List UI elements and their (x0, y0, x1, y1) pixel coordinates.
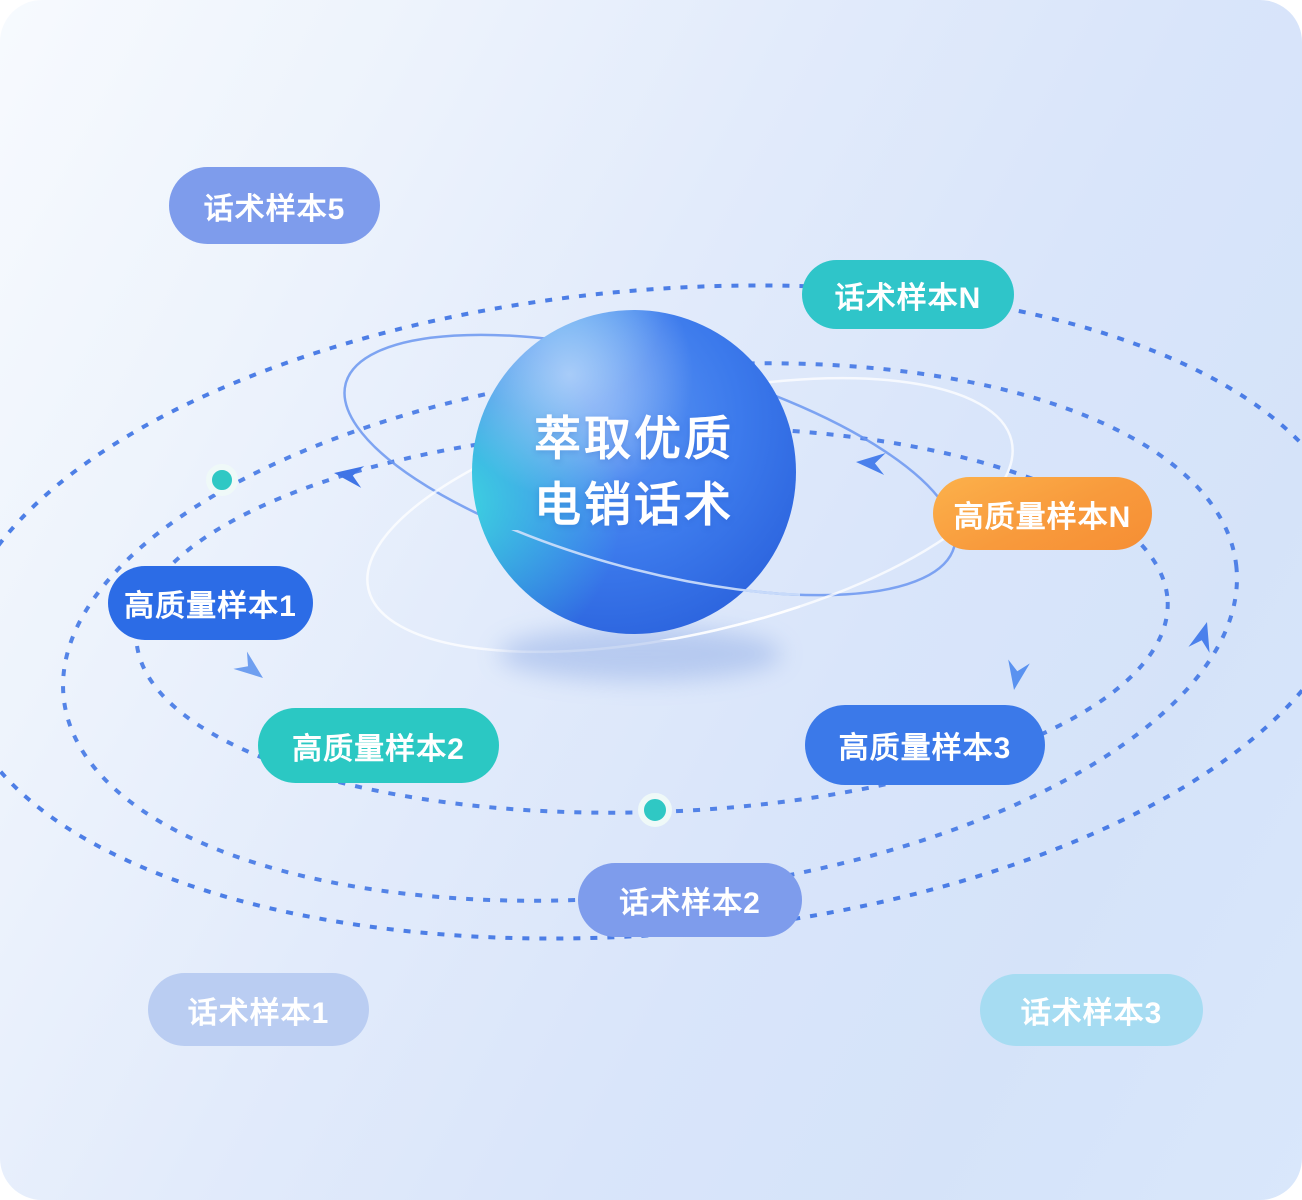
node-script-sample-2: 话术样本2 (578, 863, 802, 937)
node-hq-sample-1: 高质量样本1 (108, 566, 313, 640)
node-label: 话术样本1 (187, 996, 330, 1030)
node-hq-sample-2: 高质量样本2 (258, 708, 499, 783)
flow-arrow-icon (1008, 659, 1030, 690)
orbit-node-dot (206, 464, 238, 496)
node-label: 高质量样本3 (838, 732, 1012, 765)
flow-arrow-icon (1188, 622, 1210, 653)
sphere-shadow (498, 627, 782, 681)
node-label: 话术样本3 (1020, 997, 1163, 1030)
core-sphere-title-line1: 萃取优质 (534, 412, 734, 466)
node-script-sample-5: 话术样本5 (169, 167, 380, 244)
node-script-sample-n: 话术样本N (802, 260, 1014, 329)
node-label: 高质量样本1 (124, 590, 297, 623)
flow-arrow-icon (334, 466, 365, 488)
core-sphere-title: 萃取优质 电销话术 (472, 310, 796, 634)
core-sphere: 萃取优质 电销话术 (472, 310, 796, 634)
node-label: 话术样本2 (619, 887, 761, 920)
flow-arrow-icon (233, 651, 263, 678)
node-label: 高质量样本N (953, 500, 1132, 534)
node-label: 话术样本5 (203, 192, 346, 226)
node-label: 高质量样本2 (292, 732, 465, 766)
node-label: 话术样本N (834, 281, 982, 315)
core-sphere-title-line2: 电销话术 (534, 478, 734, 531)
orbit-node-dot (638, 793, 672, 827)
node-script-sample-3: 话术样本3 (980, 974, 1203, 1046)
node-hq-sample-3: 高质量样本3 (805, 705, 1045, 785)
node-hq-sample-n: 高质量样本N (933, 477, 1152, 550)
node-script-sample-1: 话术样本1 (148, 973, 369, 1046)
flow-arrow-icon (856, 453, 886, 475)
